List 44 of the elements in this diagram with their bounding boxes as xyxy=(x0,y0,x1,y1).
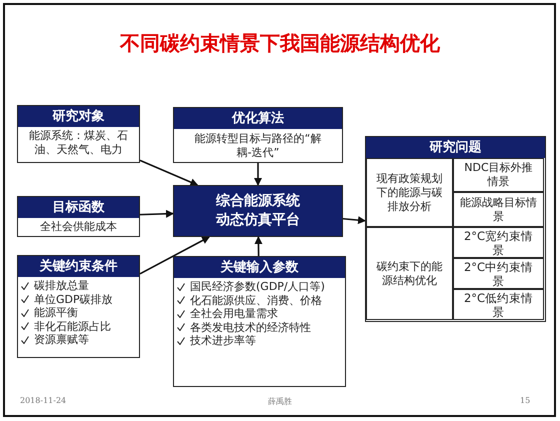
arrow xyxy=(254,236,262,256)
footer-text: 2018-11-24 xyxy=(20,396,66,405)
info-box xyxy=(17,196,140,237)
list-item: 化石能源供应、消费、价格 xyxy=(190,294,322,307)
box-text: 全社会供能成本 xyxy=(39,219,118,235)
arrow xyxy=(342,216,366,224)
list-item: 非化石能源占比 xyxy=(34,320,111,333)
footer-text: 15 xyxy=(520,396,530,405)
title: 不同碳约束情景下我国能源结构优化 xyxy=(118,30,441,56)
list-box xyxy=(173,256,346,387)
arrow xyxy=(140,210,174,218)
arrow xyxy=(254,163,262,186)
list-item: 各类发电技术的经济特性 xyxy=(190,320,311,334)
list-item: 单位GDP碳排放 xyxy=(34,292,113,306)
table-cell: NDC目标外推情景 xyxy=(453,158,544,192)
box-header: 关键输入参数 xyxy=(174,257,345,278)
table-cell: 能源战略目标情景 xyxy=(453,192,544,227)
table-cell: 2°C中约束情景 xyxy=(453,258,544,289)
box-text: 能源系统：煤炭、石油、天然气、电力 xyxy=(28,128,129,158)
box-header: 优化算法 xyxy=(174,108,342,129)
list-item: 全社会用电量需求 xyxy=(190,307,278,320)
table-cell: 现有政策规划下的能源与碳排放分析 xyxy=(366,158,453,227)
list-item: 碳排放总量 xyxy=(34,279,89,292)
info-box xyxy=(17,105,140,163)
table-cell: 碳约束下的能源结构优化 xyxy=(366,227,453,320)
box-header: 研究对象 xyxy=(18,106,139,127)
arrow xyxy=(140,160,198,186)
table-cell: 2°C低约束情景 xyxy=(453,289,544,320)
arrow xyxy=(140,236,210,274)
box-header: 目标函数 xyxy=(18,197,139,218)
info-box xyxy=(173,107,343,163)
research-table xyxy=(365,136,546,322)
footer-text: 薛禹胜 xyxy=(268,396,292,407)
box-title: 综合能源系统动态仿真平台 xyxy=(214,192,301,230)
platform-box xyxy=(173,185,343,237)
list-item: 国民经济参数(GDP/人口等) xyxy=(190,280,325,294)
box-header: 关键约束条件 xyxy=(18,256,139,277)
list-box xyxy=(17,255,140,358)
box-header: 研究问题 xyxy=(366,137,545,158)
box-text: 能源转型目标与路径的“解耦-迭代” xyxy=(194,131,322,161)
list-item: 能源平衡 xyxy=(34,306,78,320)
table-cell: 2°C宽约束情景 xyxy=(453,227,544,258)
list-item: 资源禀赋等 xyxy=(34,333,89,346)
list-item: 技术进步率等 xyxy=(190,334,256,348)
